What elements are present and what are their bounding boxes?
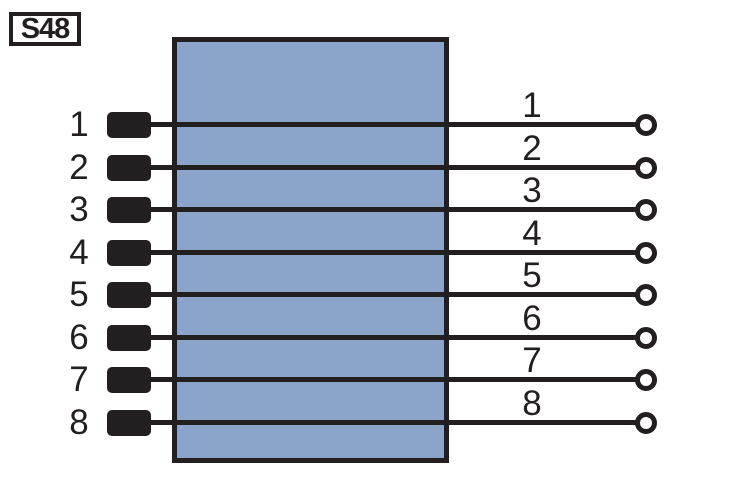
wire-line: [148, 292, 636, 297]
right-pin-number: 6: [522, 299, 542, 338]
left-pin-number: 3: [69, 190, 89, 229]
terminal-circle-icon: [635, 242, 657, 264]
wire-line: [148, 207, 636, 212]
right-pin-number: 3: [522, 171, 542, 210]
left-pin-connector: [107, 240, 151, 266]
wire-line: [148, 335, 636, 340]
right-pin-number: 1: [522, 86, 542, 125]
right-pin-number: 4: [522, 214, 542, 253]
terminal-circle-icon: [635, 114, 657, 136]
right-pin-number: 8: [522, 384, 542, 423]
left-pin-number: 7: [69, 360, 89, 399]
terminal-circle-icon: [635, 369, 657, 391]
right-pin-number: 7: [522, 341, 542, 380]
wire-line: [148, 165, 636, 170]
wire-line: [148, 122, 636, 127]
left-pin-connector: [107, 325, 151, 351]
left-pin-connector: [107, 367, 151, 393]
left-pin-number: 4: [69, 233, 89, 272]
wire-line: [148, 420, 636, 425]
left-pin-connector: [107, 282, 151, 308]
left-pin-number: 1: [69, 105, 89, 144]
terminal-circle-icon: [635, 157, 657, 179]
left-pin-number: 5: [69, 275, 89, 314]
left-pin-connector: [107, 112, 151, 138]
left-pin-number: 6: [69, 318, 89, 357]
terminal-circle-icon: [635, 412, 657, 434]
wire-line: [148, 250, 636, 255]
wire-line: [148, 377, 636, 382]
left-pin-number: 2: [69, 148, 89, 187]
left-pin-connector: [107, 197, 151, 223]
left-pin-connector: [107, 155, 151, 181]
right-pin-number: 2: [522, 129, 542, 168]
right-pin-number: 5: [522, 256, 542, 295]
terminal-circle-icon: [635, 199, 657, 221]
diagram-title: S48: [20, 12, 71, 45]
left-pin-number: 8: [69, 403, 89, 442]
diagram-title-box: S48: [9, 12, 81, 46]
left-pin-connector: [107, 410, 151, 436]
terminal-circle-icon: [635, 284, 657, 306]
terminal-circle-icon: [635, 327, 657, 349]
